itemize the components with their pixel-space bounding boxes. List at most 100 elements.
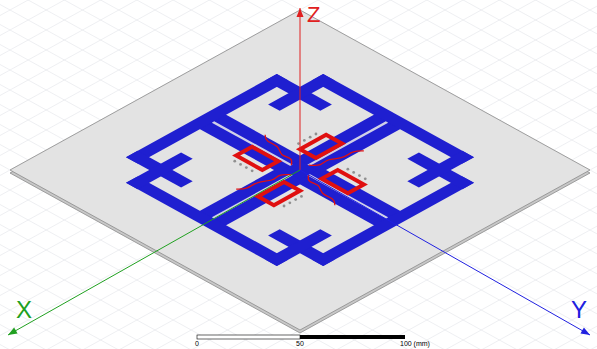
arm-slot <box>303 121 388 168</box>
feed-loop <box>236 147 278 170</box>
via <box>315 133 318 136</box>
axis-arrowhead <box>580 328 590 335</box>
scale-bar <box>197 335 300 339</box>
arm-slot <box>212 121 297 168</box>
via <box>233 160 236 163</box>
grid-line <box>0 90 445 349</box>
feed-line <box>309 151 364 166</box>
feed-line <box>308 175 335 205</box>
via <box>294 198 297 201</box>
axis-label: Y <box>571 298 587 322</box>
x-axis <box>8 170 300 335</box>
via <box>358 174 361 177</box>
feed-line <box>265 135 292 165</box>
feed-line <box>236 175 291 190</box>
via <box>346 168 349 171</box>
axis-label: Z <box>307 4 320 26</box>
grid-line <box>0 0 445 250</box>
dipole-arm <box>407 151 474 188</box>
grid-line <box>0 0 597 340</box>
via <box>283 205 286 208</box>
dipole-arm <box>265 229 332 266</box>
scale-label: 100 (mm) <box>400 340 430 347</box>
dipole-arm <box>126 152 193 189</box>
grid-line <box>155 90 597 349</box>
feed-loop <box>300 135 342 158</box>
